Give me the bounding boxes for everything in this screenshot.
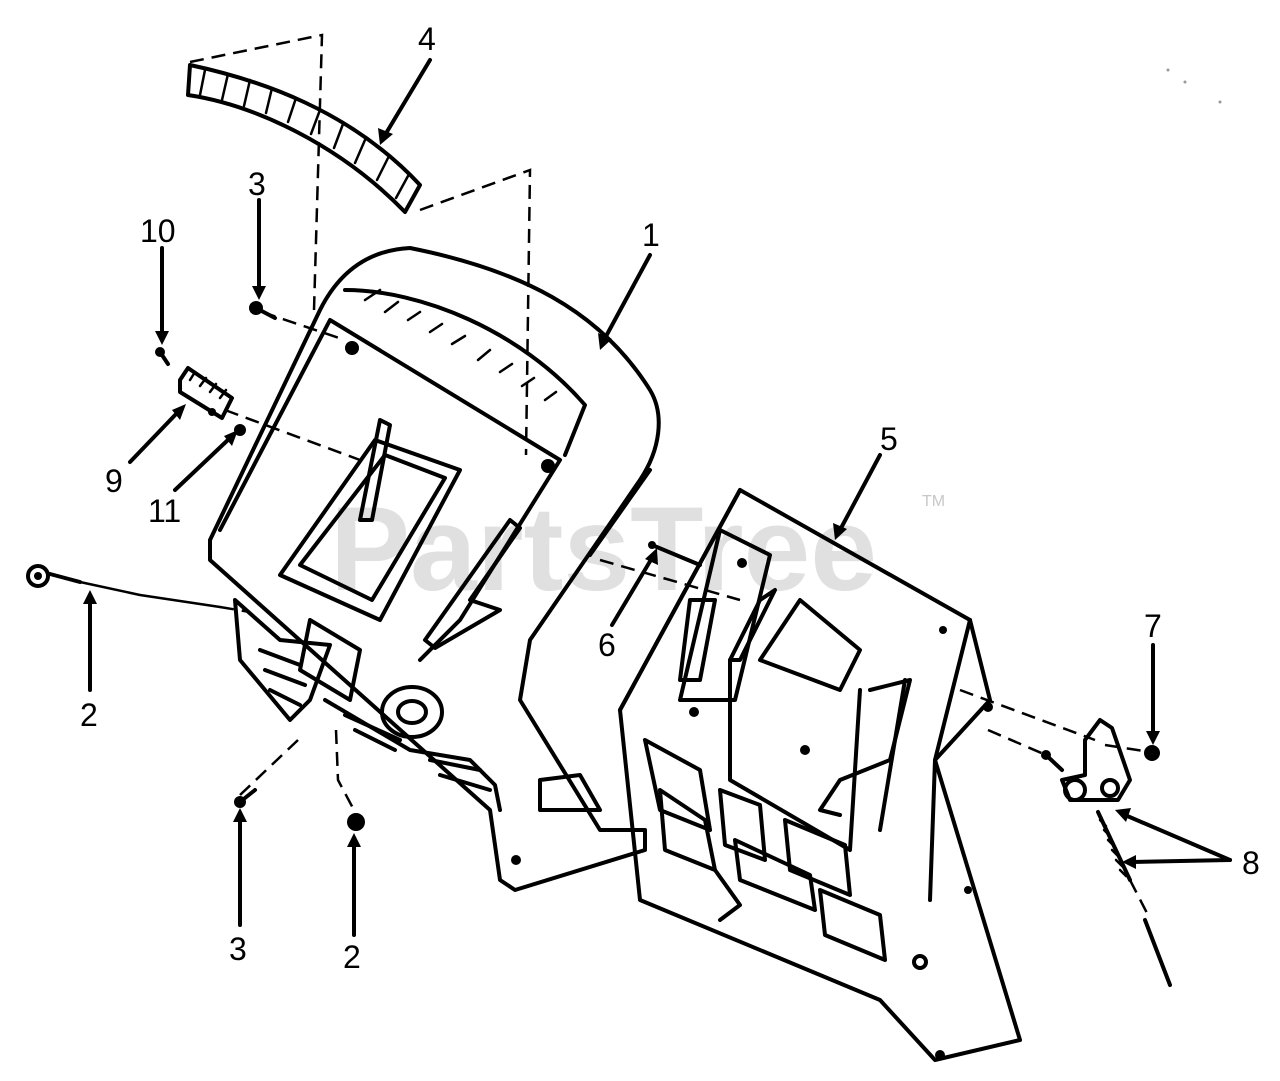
- callout-6: 6: [598, 627, 616, 663]
- callout-3-bottom: 3: [229, 931, 247, 967]
- part-9-switch: [178, 366, 234, 420]
- part-7-nut: [1144, 745, 1160, 761]
- part-2-nut-lower: [347, 813, 365, 831]
- callout-8: 8: [1242, 845, 1260, 881]
- part-8-bracket-cable: [1060, 718, 1172, 987]
- watermark: PartsTree TM: [330, 482, 945, 616]
- callout-1: 1: [642, 217, 660, 253]
- callout-5: 5: [880, 421, 898, 457]
- callout-9: 9: [105, 463, 123, 499]
- callout-2-left: 2: [80, 697, 98, 733]
- callout-11: 11: [148, 493, 181, 529]
- watermark-trademark: TM: [922, 493, 945, 510]
- assembly-guide-lines: [189, 33, 1151, 813]
- part-2-bolt-left: [26, 564, 222, 609]
- callout-7: 7: [1144, 608, 1162, 644]
- part-11-nut: [234, 424, 246, 436]
- callout-10: 10: [140, 213, 176, 249]
- part-1-dash-panel: [208, 246, 661, 892]
- callout-labels: 4 3 10 1 9 11 5 6 7 2 8 3 2: [80, 21, 1260, 975]
- watermark-text: PartsTree: [330, 482, 877, 616]
- callout-3-top: 3: [248, 166, 266, 202]
- callout-4: 4: [418, 21, 436, 57]
- part-4-dash-insert: [186, 63, 422, 214]
- leader-arrows: [83, 58, 1232, 937]
- part-6-pin: [650, 543, 702, 567]
- callout-2-bottom: 2: [343, 939, 361, 975]
- scan-specks: [1166, 68, 1222, 104]
- part-5-dash-support: [618, 488, 1022, 1062]
